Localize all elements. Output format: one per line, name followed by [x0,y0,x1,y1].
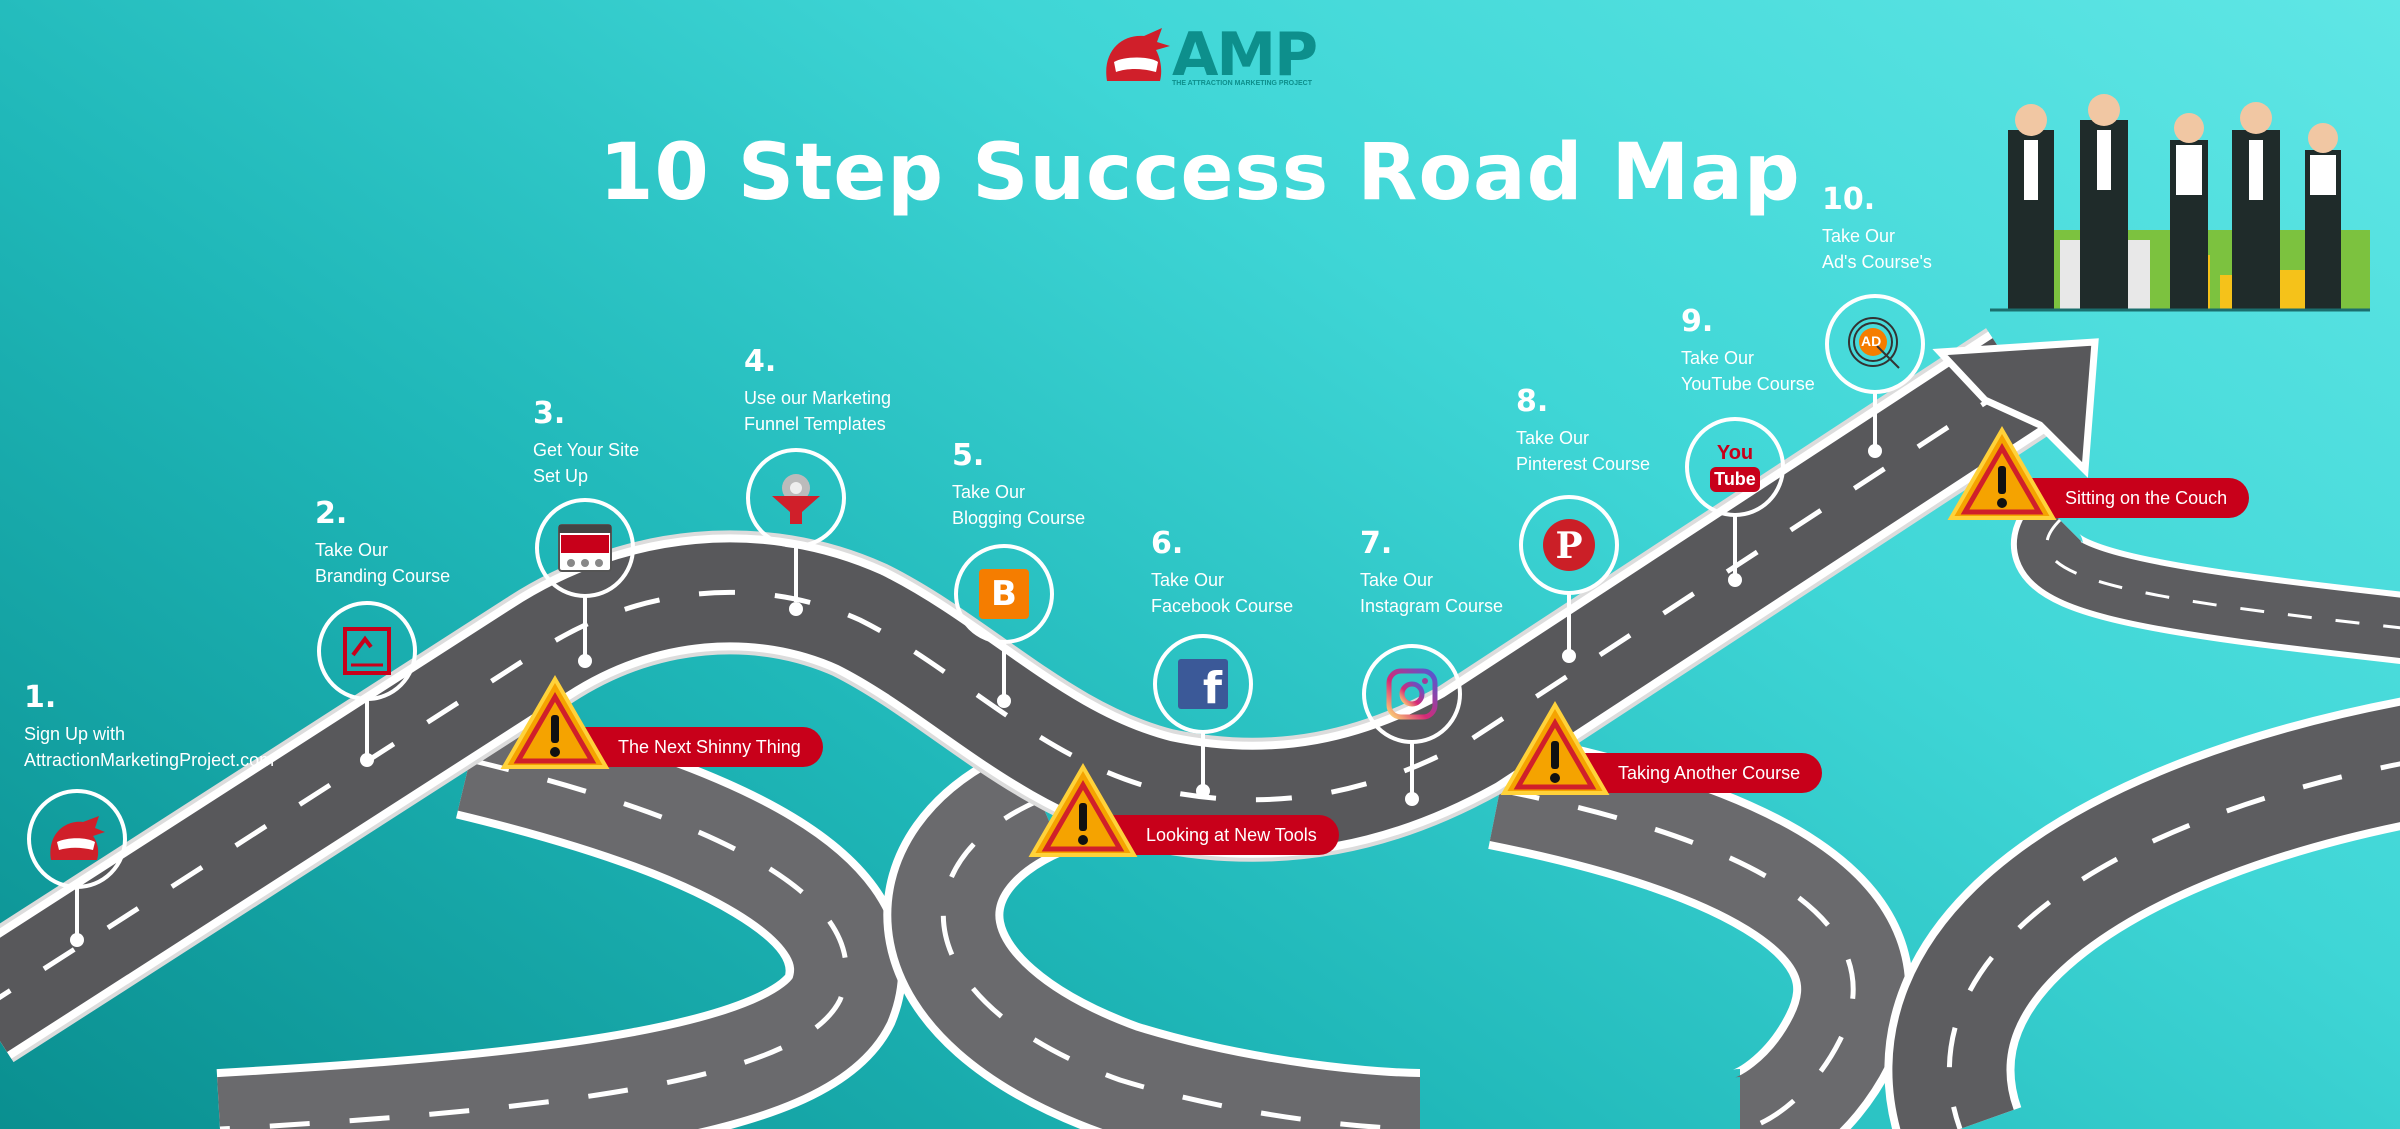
pin-stem [75,885,79,935]
warning-triangle-icon [1028,763,1138,857]
pin-dot [360,753,374,767]
warning-triangle-icon [1500,701,1610,795]
blogger-letter: B [979,569,1029,619]
step-number: 1. [24,680,57,715]
pin-stem [1873,390,1877,448]
branding-icon [317,601,417,701]
ad-text: AD [1861,333,1882,349]
pin-dot [1405,792,1419,806]
step-10-label: 10. Take Our Ad's Course's [1822,182,1932,275]
step-number: 6. [1151,526,1184,561]
pin-stem [1410,740,1414,798]
step-9-label: 9. Take Our YouTube Course [1681,304,1815,397]
celebrating-team-illustration [1990,94,2370,312]
website-icon [535,498,635,598]
road-detour-2 [883,744,1421,1129]
pin-stem [583,594,587,660]
step-text: Take Our Branding Course [315,540,451,586]
warning-triangle-icon [1947,426,2057,520]
warning-label: Taking Another Course [1558,753,1823,793]
warning-label: Looking at New Tools [1086,815,1339,855]
step-text: Get Your Site Set Up [533,440,640,486]
youtube-tube: Tube [1710,467,1760,492]
step-5-label: 5. Take Our Blogging Course [952,438,1085,531]
amp-logo: AMP THE ATTRACTION MARKETING PROJECT [1102,20,1318,90]
pin-dot [578,654,592,668]
step-6-label: 6. Take Our Facebook Course [1151,526,1293,619]
pin-dot [1728,573,1742,587]
step-number: 9. [1681,304,1714,339]
funnel-icon [746,448,846,548]
road-detour-1 [216,701,906,1129]
step-number: 7. [1360,526,1393,561]
ninja-icon [27,789,127,889]
step-number: 8. [1516,384,1549,419]
pin-dot [1196,784,1210,798]
step-3-label: 3. Get Your Site Set Up [533,396,639,489]
road-detour-3 [1488,731,1914,1129]
pin-dot [1868,444,1882,458]
pinterest-letter: P [1543,519,1595,571]
facebook-icon: f [1153,634,1253,734]
pin-stem [1002,640,1006,700]
step-1-label: 1. Sign Up with AttractionMarketingProjec… [24,680,274,773]
instagram-icon [1362,644,1462,744]
step-7-label: 7. Take Our Instagram Course [1360,526,1503,619]
logo-brand: AMP [1172,20,1318,90]
ad-target-icon: AD [1825,294,1925,394]
pin-stem [1733,513,1737,579]
facebook-letter: f [1178,659,1228,709]
pinterest-icon: P [1519,495,1619,595]
ninja-logo-icon [1106,28,1170,81]
step-text: Sign Up with AttractionMarketingProject.… [24,724,275,770]
pin-dot [789,602,803,616]
step-text: Take Our Blogging Course [952,482,1086,528]
step-number: 5. [952,438,985,473]
step-text: Use our Marketing Funnel Templates [744,388,892,434]
warning-triangle-icon [500,675,610,769]
pin-stem [1201,730,1205,788]
pin-stem [794,544,798,602]
warning-label: The Next Shinny Thing [558,727,823,767]
step-text: Take Our Ad's Course's [1822,226,1932,272]
step-number: 4. [744,344,777,379]
step-number: 3. [533,396,566,431]
step-text: Take Our Facebook Course [1151,570,1294,616]
step-number: 2. [315,496,348,531]
pin-dot [997,694,1011,708]
road-detour-4 [1884,494,2400,1129]
step-text: Take Our Pinterest Course [1516,428,1651,474]
youtube-you: You [1716,442,1754,464]
step-text: Take Our Instagram Course [1360,570,1504,616]
road-arrow-head [1932,338,2099,478]
step-number: 10. [1822,182,1876,217]
page-title: 10 Step Success Road Map [599,128,1801,218]
warning-label: Sitting on the Couch [2005,478,2250,518]
step-8-label: 8. Take Our Pinterest Course [1516,384,1650,477]
step-4-label: 4. Use our Marketing Funnel Templates [744,344,891,437]
step-2-label: 2. Take Our Branding Course [315,496,450,589]
pin-dot [70,933,84,947]
pin-stem [1567,591,1571,653]
logo-tagline: THE ATTRACTION MARKETING PROJECT [1172,80,1312,87]
road-main [0,328,2054,1063]
step-text: Take Our YouTube Course [1681,348,1815,394]
pin-dot [1562,649,1576,663]
blogger-icon: B [954,544,1054,644]
pin-stem [365,697,369,757]
